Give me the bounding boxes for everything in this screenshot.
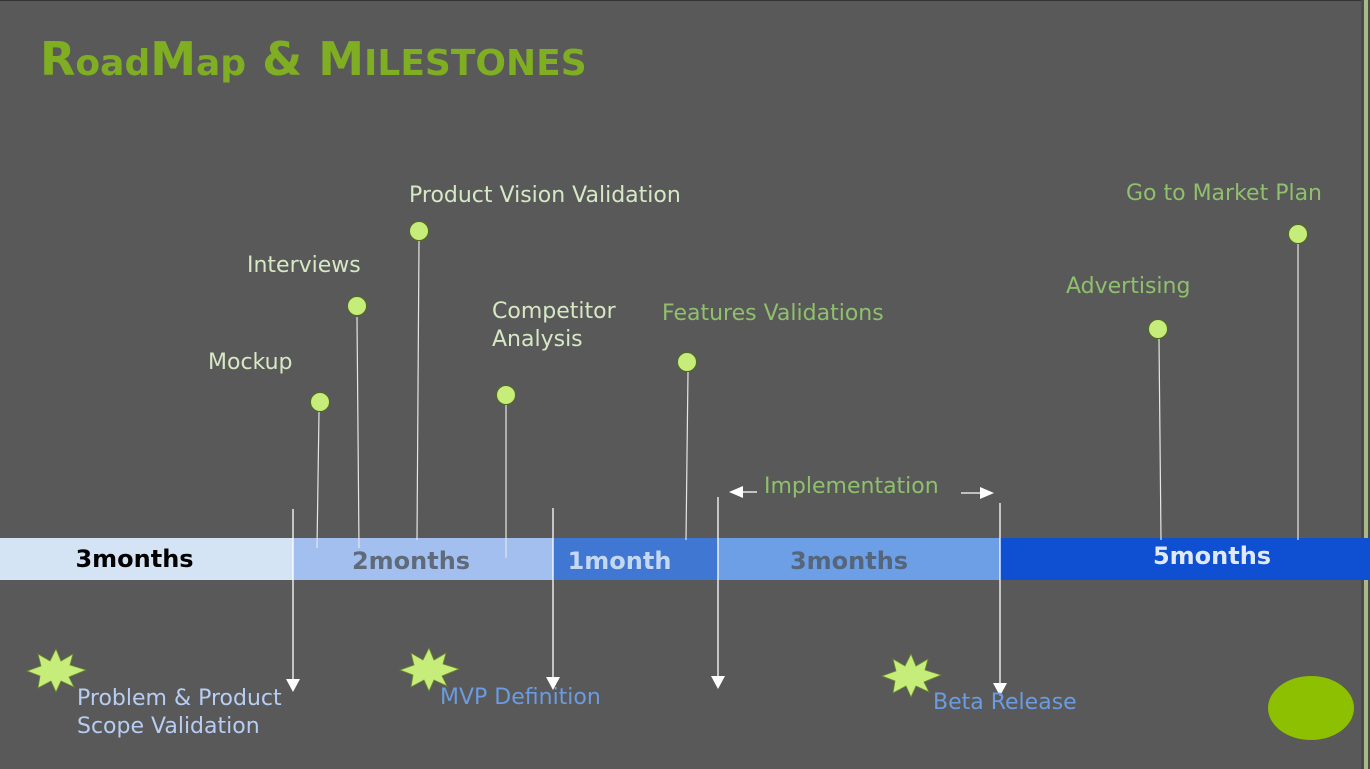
page-title: RoadMap & Milestones	[40, 36, 587, 82]
interviews-dot	[347, 296, 367, 316]
burst-icon-2	[398, 647, 461, 692]
features-dot	[677, 352, 697, 372]
segment-label: 3months	[75, 545, 194, 573]
phase-label-problem-2: Scope Validation	[77, 714, 260, 739]
milestone-label-competitor-2: Analysis	[492, 327, 583, 352]
phase-arrow-1-head	[286, 679, 300, 692]
features-stem	[685, 371, 689, 541]
milestone-label-interviews: Interviews	[247, 253, 361, 278]
timeline-segment-5: 5months	[1000, 538, 1370, 580]
segment-step	[268, 538, 293, 541]
burst-icon-1	[25, 648, 88, 693]
phase-arrow-3-head	[711, 676, 725, 689]
timeline-segment-4: 3months	[718, 538, 1000, 580]
segment-label: 3months	[789, 547, 909, 575]
advertising-stem	[1158, 338, 1162, 541]
top-border	[0, 0, 1370, 1]
advertising-dot	[1148, 319, 1168, 339]
title-ampersand: &	[246, 32, 319, 86]
timeline-segment-2: 2months	[293, 538, 553, 580]
gtm-dot	[1288, 224, 1308, 244]
right-edge-bar	[1361, 0, 1370, 769]
mockup-dot	[310, 392, 330, 412]
competitor-dot	[496, 385, 516, 405]
phase-label-problem-1: Problem & Product	[77, 686, 282, 711]
milestone-label-features: Features Validations	[662, 301, 884, 326]
title-cap-m: M	[150, 32, 196, 86]
milestone-label-product-vision: Product Vision Validation	[409, 183, 681, 208]
title-rest-ap: ap	[196, 43, 247, 84]
phase-arrow-2-head	[546, 677, 560, 690]
milestone-label-competitor-1: Competitor	[492, 299, 616, 324]
burst-icon-3	[880, 653, 943, 698]
title-rest-ilestones: ilestones	[364, 43, 587, 84]
milestone-label-mockup: Mockup	[208, 350, 293, 375]
vision-dot	[409, 221, 429, 241]
implementation-arrow-right-head	[980, 487, 994, 499]
phase-arrow-4-head	[993, 683, 1007, 696]
segment-label: 1month	[567, 547, 672, 575]
implementation-label: Implementation	[764, 474, 939, 499]
vision-stem	[416, 240, 420, 541]
implementation-arrow-left-head	[729, 486, 743, 498]
title-cap-m2: M	[318, 32, 364, 86]
segment-label: 5months	[1152, 542, 1272, 570]
segment-label: 2months	[351, 547, 471, 575]
timeline-segment-3: 1month	[553, 538, 718, 580]
title-cap-r: R	[40, 32, 76, 86]
mockup-stem	[316, 411, 320, 549]
phase-label-beta: Beta Release	[933, 690, 1077, 715]
interviews-stem	[356, 316, 360, 549]
milestone-label-gtm: Go to Market Plan	[1126, 181, 1323, 206]
milestone-label-advertising: Advertising	[1066, 274, 1191, 299]
title-rest-oad: oad	[75, 43, 151, 84]
decorative-circle	[1268, 676, 1354, 740]
timeline-segment-1: 3months	[0, 538, 293, 580]
phase-label-mvp: MVP Definition	[440, 685, 601, 710]
